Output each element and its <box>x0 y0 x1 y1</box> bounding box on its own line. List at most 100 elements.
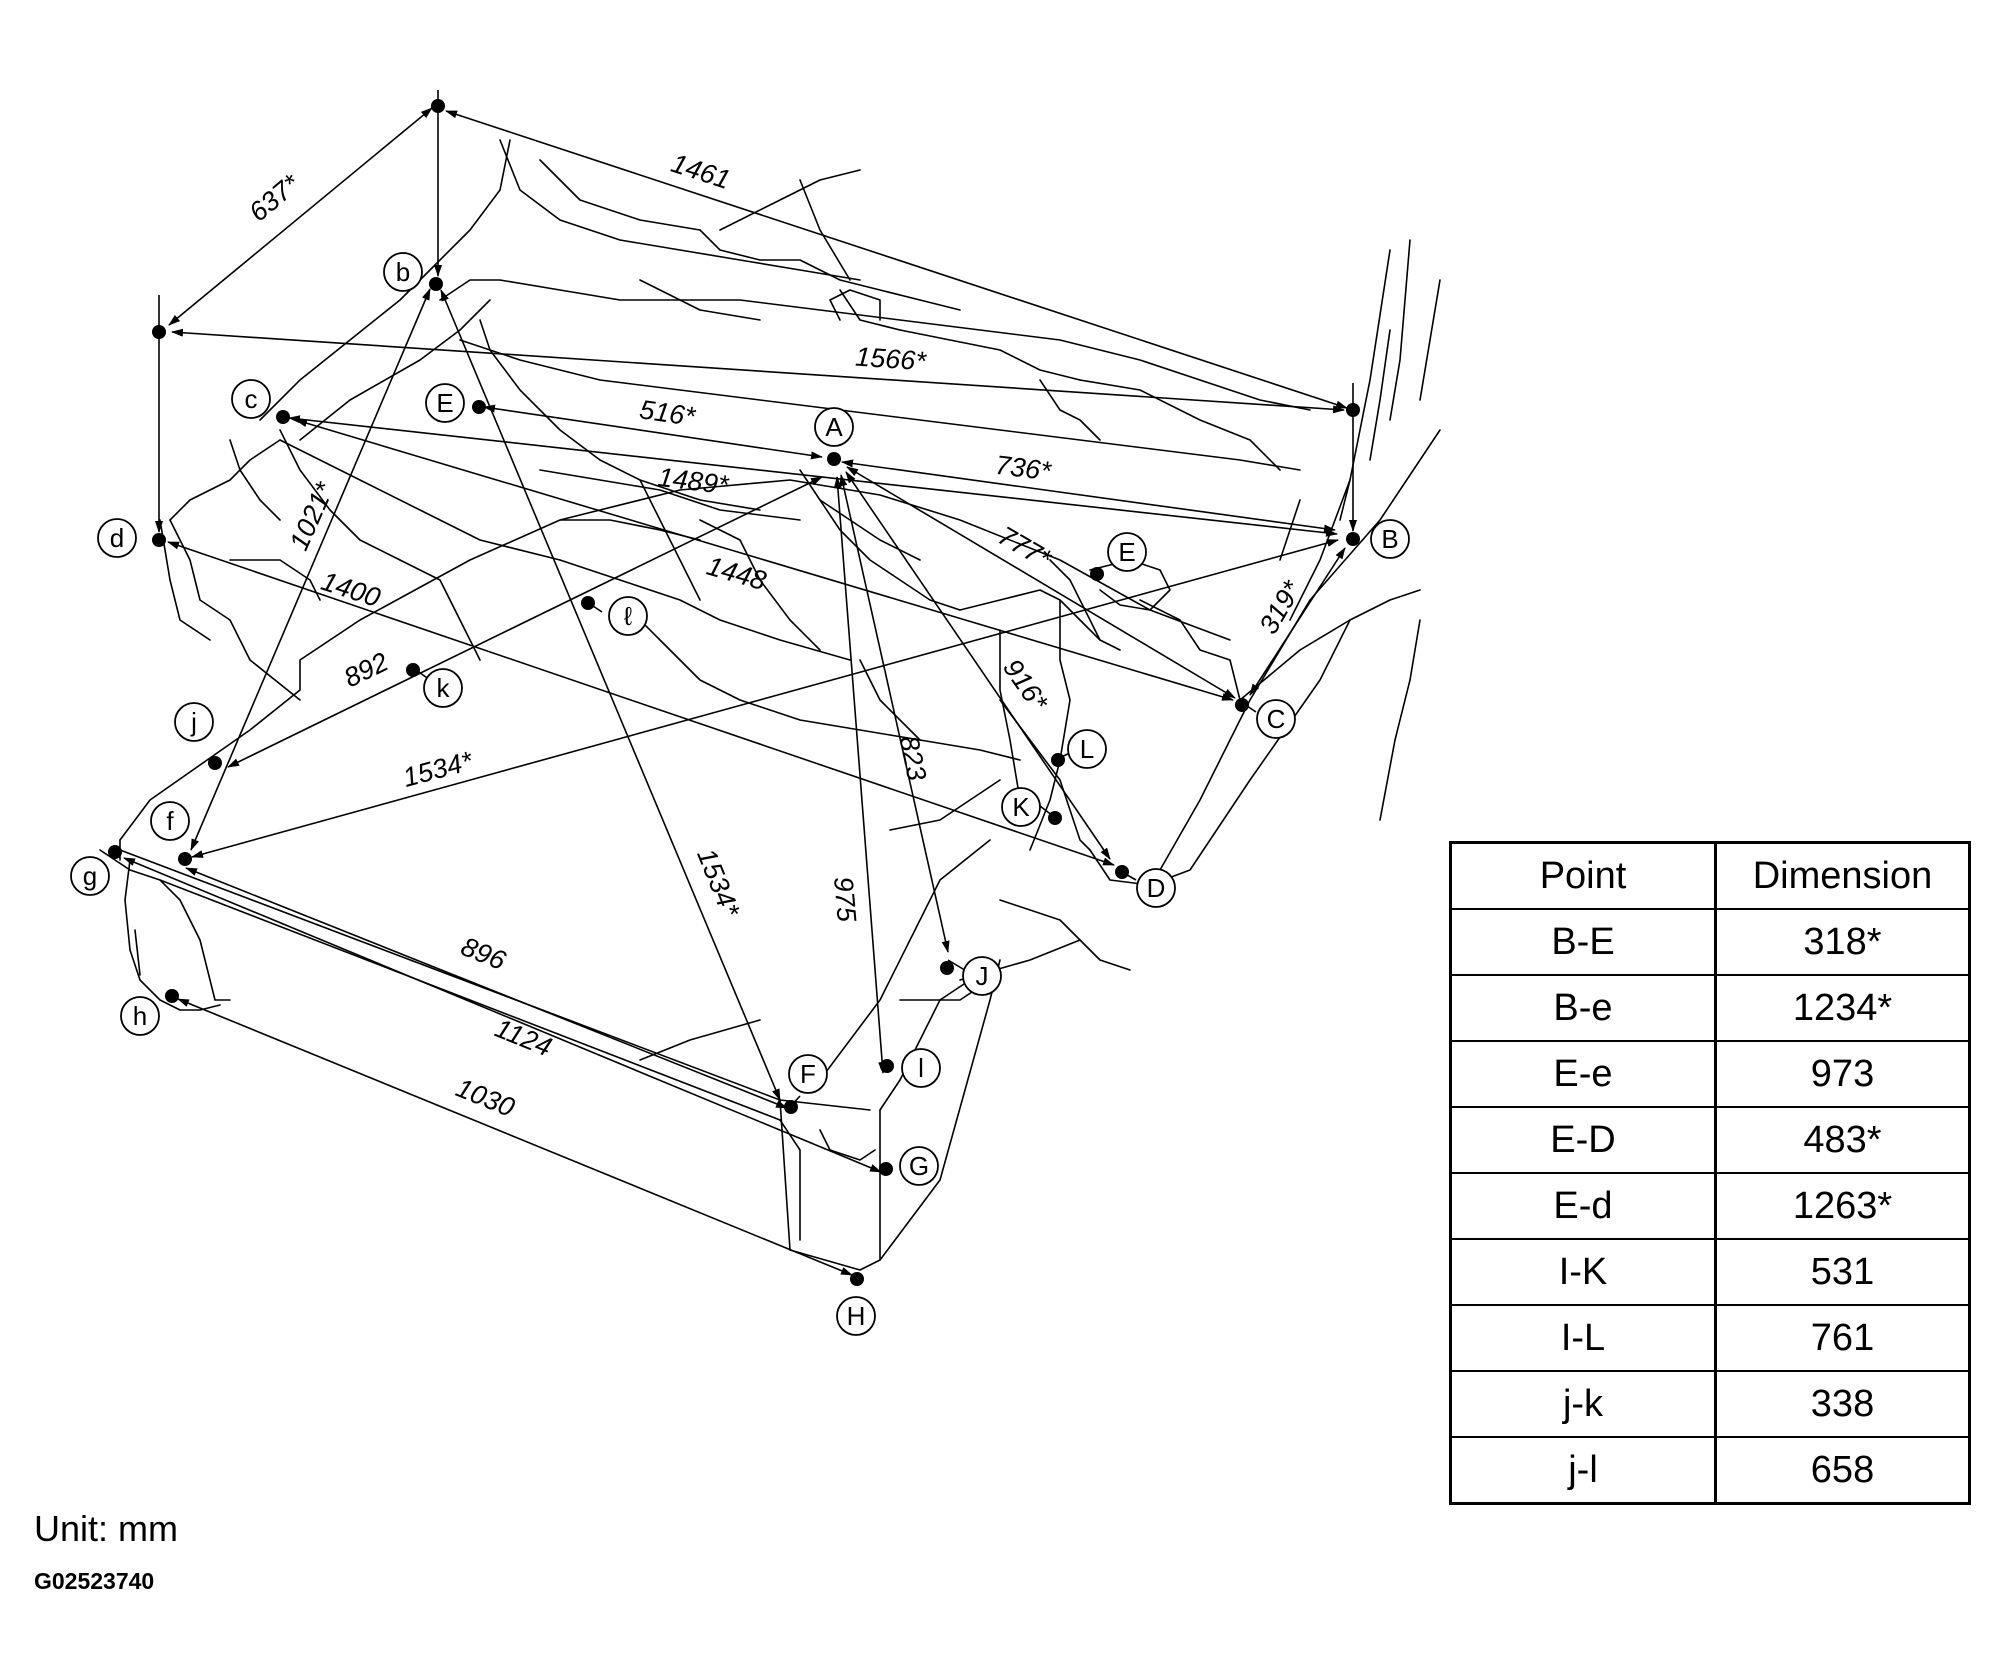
point-circle-I <box>901 1048 941 1088</box>
point-circle-j <box>174 702 214 742</box>
point-dot-top <box>431 99 445 113</box>
point-label-c: c <box>245 384 258 414</box>
table-cell-dimension: 658 <box>1714 1436 1971 1505</box>
dim-line-1566 <box>171 328 1345 414</box>
point-dot-K <box>1048 811 1062 825</box>
table-header-dimension: Dimension <box>1714 841 1971 910</box>
point-label-k: k <box>437 673 451 703</box>
dim-line-1489 <box>288 415 1338 537</box>
table-row: B-e 1234* <box>1449 974 1971 1042</box>
point-circle-F <box>788 1054 828 1094</box>
point-circle-D <box>1136 868 1176 908</box>
table-cell-dimension: 531 <box>1714 1238 1971 1306</box>
point-dot-A <box>827 452 841 466</box>
dim-line-637 <box>168 107 433 326</box>
dim-line-896 <box>185 867 788 1109</box>
table-row: j-l 658 <box>1449 1436 1971 1505</box>
point-circle-J <box>962 956 1002 996</box>
table-cell-dimension: 1263* <box>1714 1172 1971 1240</box>
dim-line-975 <box>833 476 887 1074</box>
table-cell-point: j-l <box>1449 1436 1717 1505</box>
point-circle-C <box>1256 699 1296 739</box>
point-dot-C <box>1235 698 1249 712</box>
table-cell-dimension: 338 <box>1714 1370 1971 1438</box>
point-label-E2: E <box>1118 537 1135 567</box>
dim-label-1448: 1448 <box>703 551 769 596</box>
figure-id: G02523740 <box>34 1568 155 1594</box>
point-label-G: G <box>909 1151 929 1181</box>
point-dot-b <box>429 277 443 291</box>
point-dot-G <box>879 1162 893 1176</box>
dimension-lines <box>123 90 1357 1276</box>
point-label-f: f <box>166 806 174 836</box>
table-row: j-k 338 <box>1449 1370 1971 1438</box>
point-dot-D <box>1115 865 1129 879</box>
dim-label-1021: 1021* <box>284 477 341 555</box>
point-dot-l <box>581 596 595 610</box>
table-cell-dimension: 761 <box>1714 1304 1971 1372</box>
point-circle-k <box>423 668 463 708</box>
dim-line-1400 <box>167 541 1115 866</box>
table-row: B-E 318* <box>1449 908 1971 976</box>
dim-label-777: 777* <box>993 520 1057 575</box>
point-circle-l <box>608 596 648 636</box>
point-dot-c <box>276 410 290 424</box>
point-label-g: g <box>83 861 97 891</box>
dim-label-892: 892 <box>339 647 393 694</box>
point-label-l: ℓ <box>624 601 633 631</box>
dim-label-1566: 1566* <box>854 342 928 377</box>
dim-line-1030 <box>177 998 853 1276</box>
point-label-I: l <box>918 1053 924 1083</box>
table-cell-point: I-K <box>1449 1238 1717 1306</box>
dimension-labels: 637* 1461 1566* 516* 1489* 736* 777* 102… <box>243 148 1308 1123</box>
point-circle-c <box>231 379 271 419</box>
dim-label-896: 896 <box>457 931 511 976</box>
point-circle-H <box>836 1296 876 1336</box>
point-dot-B <box>1346 532 1360 546</box>
point-circle-B <box>1370 519 1410 559</box>
dim-line-736 <box>841 459 1336 533</box>
point-dot-upper-right <box>1346 403 1360 417</box>
point-dot-j <box>208 756 222 770</box>
point-label-B: B <box>1381 524 1398 554</box>
point-dot-h <box>165 989 179 1003</box>
dim-label-1534-f: 1534* <box>691 844 746 922</box>
table-cell-dimension: 483* <box>1714 1106 1971 1174</box>
table-cell-point: B-e <box>1449 974 1717 1042</box>
table-cell-dimension: 973 <box>1714 1040 1971 1108</box>
point-dot-f <box>178 852 192 866</box>
table-cell-point: E-e <box>1449 1040 1717 1108</box>
dim-label-1400: 1400 <box>318 566 384 613</box>
table-cell-point: I-L <box>1449 1304 1717 1372</box>
point-circle-g <box>70 856 110 896</box>
dimension-table: Point Dimension B-E 318* B-e 1234* E-e 9… <box>1449 841 1971 1505</box>
point-circle-E2 <box>1107 532 1147 572</box>
unit-label: Unit: mm <box>34 1508 178 1549</box>
point-label-L: L <box>1080 734 1094 764</box>
table-cell-dimension: 1234* <box>1714 974 1971 1042</box>
point-circle-A <box>814 407 854 447</box>
point-label-h: h <box>133 1001 147 1031</box>
dim-label-975: 975 <box>828 875 862 923</box>
point-dot-F <box>784 1100 798 1114</box>
point-dot-d <box>152 533 166 547</box>
point-label-j: j <box>190 707 197 737</box>
point-circle-E <box>425 383 465 423</box>
point-dot-E <box>472 400 486 414</box>
point-circle-K <box>1001 787 1041 827</box>
point-dot-I <box>880 1059 894 1073</box>
point-circle-G <box>899 1146 939 1186</box>
point-dot-J <box>940 961 954 975</box>
point-circle-b <box>383 252 423 292</box>
dim-label-516: 516* <box>638 394 699 432</box>
point-label-F: F <box>800 1059 816 1089</box>
table-cell-point: B-E <box>1449 908 1717 976</box>
reference-points <box>108 99 1360 1286</box>
point-label-A: A <box>825 412 843 442</box>
table-cell-point: E-d <box>1449 1172 1717 1240</box>
table-cell-point: j-k <box>1449 1370 1717 1438</box>
point-dot-k <box>406 663 420 677</box>
dim-label-1534-b: 1534* <box>400 745 477 793</box>
point-dot-E2 <box>1090 567 1104 581</box>
